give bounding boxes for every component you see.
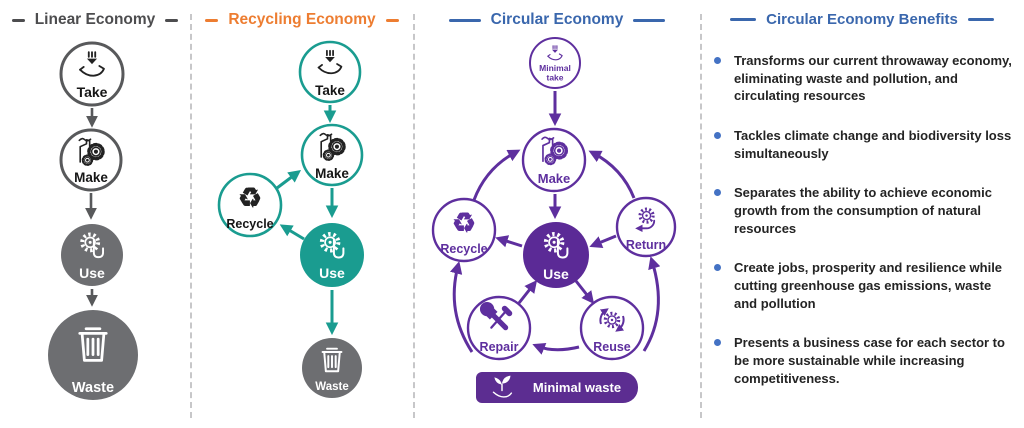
circular-repair-node: Repair — [466, 295, 532, 361]
recycling-use-node: Use — [300, 223, 364, 287]
arrow-reuse-to-return — [642, 256, 661, 352]
circular-reuse-node: Reuse — [579, 295, 645, 361]
recycling-recycle-node: ♻ Recycle — [217, 172, 283, 238]
recycling-waste-node: Waste — [302, 338, 362, 398]
bullet-icon — [714, 132, 721, 140]
benefit-item: Tackles climate change and biodiversity … — [714, 127, 1018, 162]
benefit-text: Transforms our current throwaway economy… — [734, 53, 1012, 104]
circular-use-node: Use — [523, 222, 589, 288]
return-label: Return — [626, 238, 666, 252]
section-divider — [700, 14, 702, 418]
linear-take-node: Take — [59, 41, 125, 107]
header-dash — [11, 18, 25, 22]
linear-waste-node: Waste — [48, 310, 138, 400]
section-divider — [190, 14, 192, 418]
benefit-text: Tackles climate change and biodiversity … — [734, 128, 1012, 161]
arrow-repair-to-recycle — [449, 261, 474, 353]
linear-use-node: Use — [61, 224, 123, 286]
arrow-reuse-to-repair — [532, 343, 580, 355]
section-divider — [413, 14, 415, 418]
make-label: Make — [538, 171, 571, 186]
use-label: Use — [543, 266, 569, 282]
minimal-waste-banner: Minimal waste — [476, 372, 638, 403]
circular-economy-header: Circular Economy — [414, 11, 700, 29]
arrow-use-to-recycle — [279, 224, 305, 241]
linear-economy-diagram: Take Make Use Waste — [48, 41, 138, 400]
section-linear-economy: Linear Economy Take Make Use — [0, 0, 190, 428]
arrow-use-to-recycle — [495, 235, 523, 248]
minimal-take-label-line2: take — [546, 73, 563, 83]
circular-make-node: Make — [521, 127, 587, 193]
waste-label: Waste — [315, 381, 348, 393]
trash-icon — [321, 347, 343, 373]
waste-label: Waste — [72, 380, 114, 396]
recycle-icon: ♻ — [238, 183, 262, 213]
bullet-icon — [714, 339, 721, 347]
arrow-repair-to-use — [517, 280, 538, 304]
section-recycling-economy: Recycling Economy Take Make ♻ Recycle — [190, 0, 414, 428]
circular-minimal-take-node: Minimal take — [529, 37, 581, 89]
circular-economy-diagram: Minimal take Make ♻ Recycle Return — [431, 37, 677, 403]
circular-economy-title: Circular Economy — [490, 11, 624, 28]
recycle-label: Recycle — [226, 217, 273, 231]
header-dash — [730, 18, 757, 21]
benefits-title: Circular Economy Benefits — [766, 11, 958, 28]
bullet-icon — [714, 57, 721, 64]
recycling-economy-header: Recycling Economy — [190, 11, 414, 29]
header-dash — [448, 18, 481, 22]
circular-return-node: Return — [615, 196, 677, 258]
recycling-economy-diagram: Take Make ♻ Recycle Use — [217, 40, 364, 398]
bullet-icon — [714, 189, 721, 197]
recycle-icon: ♻ — [452, 208, 476, 238]
make-label: Make — [74, 170, 108, 185]
recycling-economy-title: Recycling Economy — [228, 11, 376, 28]
section-circular-economy: Circular Economy Minimal take — [414, 0, 700, 428]
make-label: Make — [315, 166, 349, 181]
linear-make-node: Make — [59, 128, 123, 192]
linear-economy-title: Linear Economy — [34, 11, 156, 28]
take-label: Take — [315, 83, 345, 98]
benefit-item: Create jobs, prosperity and resilience w… — [714, 259, 1018, 312]
minimal-waste-label: Minimal waste — [533, 380, 621, 395]
bullet-icon — [714, 264, 721, 272]
recycling-make-node: Make — [300, 123, 364, 187]
header-dash — [633, 18, 666, 22]
use-label: Use — [319, 265, 345, 281]
benefits-list: Transforms our current throwaway economy… — [714, 52, 1018, 409]
trash-icon — [78, 327, 108, 362]
arrow-return-to-use — [589, 234, 617, 248]
benefit-text: Presents a business case for each sector… — [734, 335, 1005, 386]
minimal-take-label-line1: Minimal — [539, 63, 571, 73]
header-dash — [205, 18, 219, 22]
arrow-recycle-to-make — [472, 149, 521, 201]
header-dash — [385, 18, 399, 22]
arrow-use-to-reuse — [574, 280, 595, 304]
arrow-recycle-to-make — [276, 169, 302, 190]
arrow-return-to-make — [588, 150, 636, 199]
benefit-text: Separates the ability to achieve economi… — [734, 185, 992, 236]
linear-economy-header: Linear Economy — [0, 11, 190, 29]
benefit-item: Presents a business case for each sector… — [714, 334, 1018, 387]
benefit-item: Transforms our current throwaway economy… — [714, 52, 1018, 105]
benefits-header: Circular Economy Benefits — [700, 11, 1024, 28]
section-circular-economy-benefits: Circular Economy Benefits Transforms our… — [700, 0, 1024, 428]
use-label: Use — [79, 265, 105, 281]
benefit-text: Create jobs, prosperity and resilience w… — [734, 260, 1003, 311]
recycling-take-node: Take — [298, 40, 362, 104]
repair-label: Repair — [480, 340, 519, 354]
recycle-label: Recycle — [440, 242, 487, 256]
header-dash — [967, 18, 994, 21]
benefit-item: Separates the ability to achieve economi… — [714, 184, 1018, 237]
take-label: Take — [77, 84, 108, 100]
circular-recycle-node: ♻ Recycle — [431, 197, 497, 263]
reuse-label: Reuse — [593, 340, 631, 354]
header-dash — [165, 18, 179, 22]
